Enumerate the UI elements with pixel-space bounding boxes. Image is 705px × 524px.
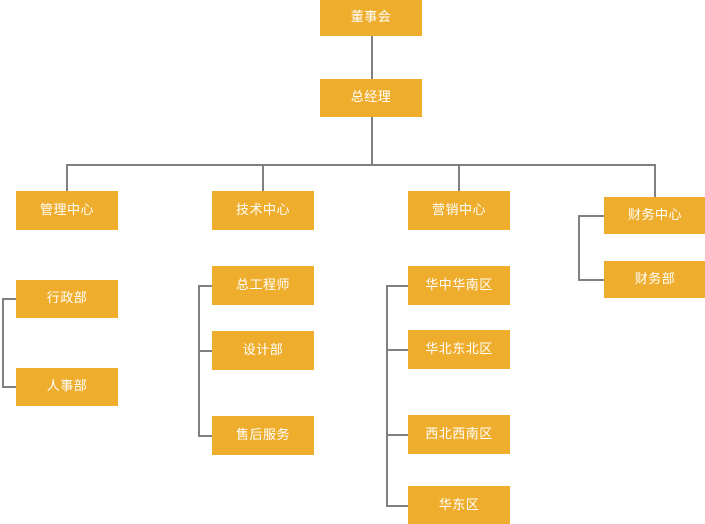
connector-tech-to-chief-engineer — [198, 285, 213, 287]
connector-finance-to-finance-dept — [578, 279, 605, 281]
connector-board-to-gm — [371, 36, 373, 79]
node-hr-dept[interactable]: 人事部 — [16, 368, 118, 406]
connector-mgmt-to-admin-dept — [2, 298, 17, 300]
node-general-manager[interactable]: 总经理 — [320, 79, 422, 117]
node-mgmt-center[interactable]: 管理中心 — [16, 191, 118, 230]
node-design-dept[interactable]: 设计部 — [212, 331, 314, 370]
node-region-central-south[interactable]: 华中华南区 — [408, 266, 510, 305]
node-aftersales-dept[interactable]: 售后服务 — [212, 416, 314, 455]
connector-level3-bus — [66, 164, 656, 166]
connector-gm-to-bus — [371, 117, 373, 164]
node-region-north-northeast[interactable]: 华北东北区 — [408, 330, 510, 369]
connector-tech-trunk — [198, 285, 200, 435]
connector-mgmt-to-hr-dept — [2, 386, 17, 388]
connector-bus-to-finance-center — [654, 164, 656, 197]
node-chief-engineer[interactable]: 总工程师 — [212, 266, 314, 305]
connector-sales-to-region-central-south — [386, 285, 409, 287]
connector-sales-trunk — [386, 285, 388, 505]
connector-mgmt-trunk — [2, 298, 4, 387]
connector-bus-to-mgmt-center — [66, 164, 68, 191]
node-sales-center[interactable]: 营销中心 — [408, 191, 510, 230]
connector-bus-to-tech-center — [262, 164, 264, 191]
connector-sales-to-region-northwest-southwest — [386, 434, 409, 436]
node-region-northwest-southwest[interactable]: 西北西南区 — [408, 415, 510, 454]
node-board[interactable]: 董事会 — [320, 0, 422, 36]
node-region-east[interactable]: 华东区 — [408, 486, 510, 524]
connector-sales-to-region-north-northeast — [386, 349, 409, 351]
connector-finance-trunk — [578, 215, 580, 280]
connector-finance-center-stub — [578, 215, 605, 217]
node-tech-center[interactable]: 技术中心 — [212, 191, 314, 230]
node-finance-dept[interactable]: 财务部 — [604, 261, 705, 298]
connector-tech-to-aftersales-dept — [198, 435, 213, 437]
node-admin-dept[interactable]: 行政部 — [16, 280, 118, 318]
connector-tech-to-design-dept — [198, 350, 213, 352]
connector-bus-to-sales-center — [458, 164, 460, 191]
node-finance-center[interactable]: 财务中心 — [604, 197, 705, 234]
connector-sales-to-region-east — [386, 505, 409, 507]
